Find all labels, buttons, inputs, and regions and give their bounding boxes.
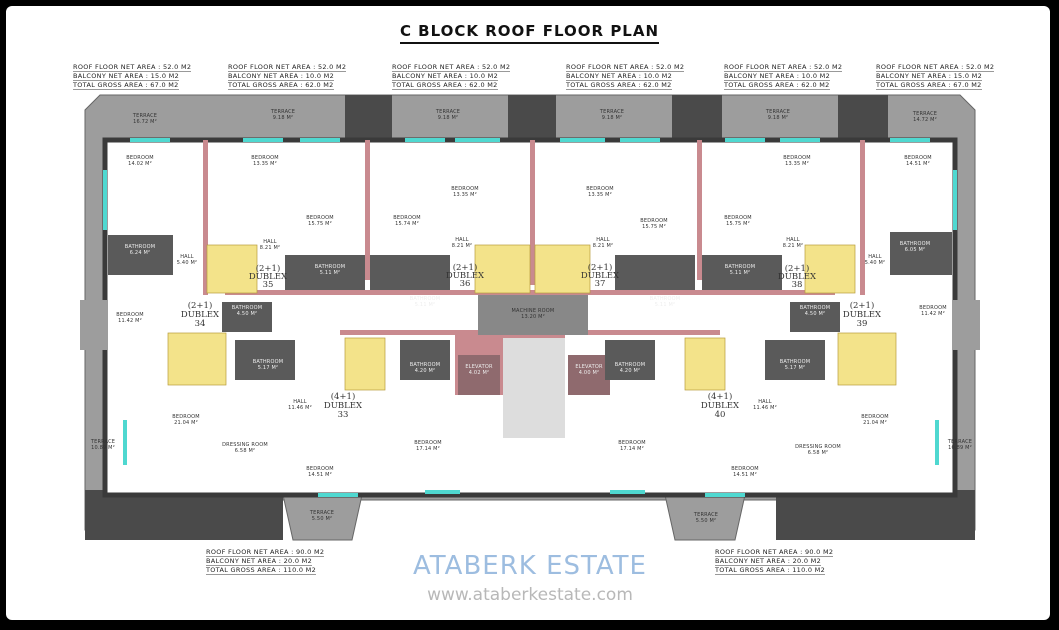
- elevators: [458, 295, 610, 438]
- bathrooms: [108, 232, 952, 380]
- watermark-logo: ATABERK ESTATE: [413, 551, 647, 581]
- page-title: C BLOCK ROOF FLOOR PLAN: [0, 22, 1059, 44]
- stairs: [167, 244, 897, 391]
- windows: [103, 138, 957, 497]
- watermark-url: www.ataberkestate.com: [427, 585, 633, 605]
